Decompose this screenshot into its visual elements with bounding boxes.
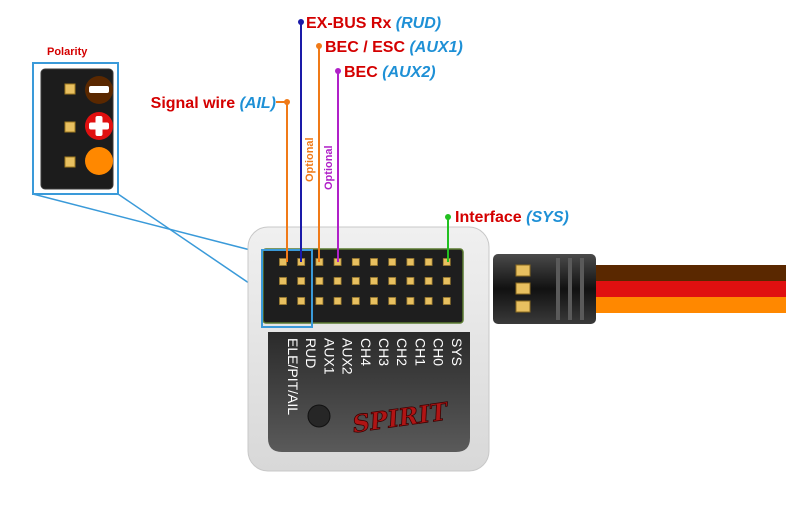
header-pin xyxy=(279,297,287,305)
header-pin xyxy=(442,258,451,266)
header-pin xyxy=(315,277,324,285)
header-pin xyxy=(351,277,360,285)
header-pin xyxy=(406,297,415,305)
header-pin xyxy=(370,277,378,285)
pin-label: RUD xyxy=(303,338,319,368)
pin-label: AUX1 xyxy=(321,338,337,375)
header-pin xyxy=(279,277,287,285)
exbus-wire-dot xyxy=(298,19,304,25)
bec-callout: BEC (AUX2) xyxy=(344,64,436,81)
header-pin xyxy=(297,277,306,285)
polarity-inset: Polarity xyxy=(32,46,119,195)
pin-label: SYS xyxy=(449,338,465,366)
header-pin xyxy=(442,297,451,305)
exbus-callout: EX-BUS Rx (RUD) xyxy=(306,15,441,32)
header-pin xyxy=(424,297,433,305)
exbus-callout-channel: (RUD) xyxy=(396,15,441,32)
status-led xyxy=(307,404,331,428)
polarity-title: Polarity xyxy=(47,46,88,58)
servo-plug-ridge xyxy=(568,258,572,320)
bec-esc-callout-channel: (AUX1) xyxy=(409,39,462,56)
polarity-callout-box xyxy=(32,62,119,195)
pin-label: AUX2 xyxy=(340,338,356,375)
header-pin xyxy=(388,258,397,266)
pin-label: CH1 xyxy=(412,338,428,366)
servo-plug-ridge xyxy=(580,258,584,320)
pin-label: CH2 xyxy=(394,338,410,366)
servo-plug-ridge xyxy=(556,258,560,320)
header-pin xyxy=(333,297,342,305)
exbus-callout-main: EX-BUS Rx xyxy=(306,15,396,32)
header-pin xyxy=(370,258,378,266)
pin-label: CH3 xyxy=(376,338,392,366)
header-pin xyxy=(406,277,415,285)
header-pin xyxy=(351,258,360,266)
bec-esc-callout: BEC / ESC (AUX1) xyxy=(325,39,463,56)
interface-callout-channel: (SYS) xyxy=(526,209,569,226)
servo-cable xyxy=(493,254,786,324)
header-pin xyxy=(424,277,433,285)
header-pin xyxy=(370,297,378,305)
callout-line xyxy=(32,193,263,254)
pin-label: CH0 xyxy=(431,338,447,366)
interface-wire-dot xyxy=(445,214,451,220)
pin-grid xyxy=(279,258,451,305)
polarity-pin xyxy=(64,156,76,168)
header-pin xyxy=(388,297,397,305)
bec-callout-main: BEC xyxy=(344,64,382,81)
signal-callout-channel: (AIL) xyxy=(240,95,276,112)
header-pin xyxy=(406,258,415,266)
signal-callout-main: Signal wire xyxy=(151,95,240,112)
header-pin xyxy=(351,297,360,305)
servo-plug-pin xyxy=(515,300,531,313)
servo-plug-pin xyxy=(515,282,531,295)
pin-header xyxy=(262,248,464,324)
interface-callout-main: Interface xyxy=(455,209,526,226)
signal-wires xyxy=(276,19,451,262)
bec-wire-dot xyxy=(335,68,341,74)
signal-callout: Signal wire (AIL) xyxy=(151,95,276,112)
cable-red xyxy=(596,281,786,297)
pin-label: CH4 xyxy=(358,338,374,366)
header-pin xyxy=(424,258,433,266)
optional-label-aux1: Optional xyxy=(304,137,316,182)
minus-icon xyxy=(85,76,113,104)
cable-brown xyxy=(596,265,786,281)
bec-esc-wire-dot xyxy=(316,43,322,49)
bec-esc-callout-main: BEC / ESC xyxy=(325,39,409,56)
servo-plug-pin xyxy=(515,264,531,277)
header-pin xyxy=(315,297,324,305)
signal-dot-icon xyxy=(85,147,113,175)
pin-label: ELE/PIT/AIL xyxy=(285,338,301,415)
header-pin xyxy=(279,258,287,266)
cable-orange xyxy=(596,297,786,313)
bec-callout-channel: (AUX2) xyxy=(382,64,435,81)
optional-label-aux2: Optional xyxy=(323,145,335,190)
polarity-pin xyxy=(64,83,76,95)
header-pin xyxy=(333,277,342,285)
plus-icon xyxy=(85,112,113,140)
header-pin xyxy=(388,277,397,285)
signal-wire-dot xyxy=(284,99,290,105)
interface-callout: Interface (SYS) xyxy=(455,209,569,226)
header-pin xyxy=(442,277,451,285)
polarity-pin xyxy=(64,121,76,133)
header-pin xyxy=(297,297,306,305)
